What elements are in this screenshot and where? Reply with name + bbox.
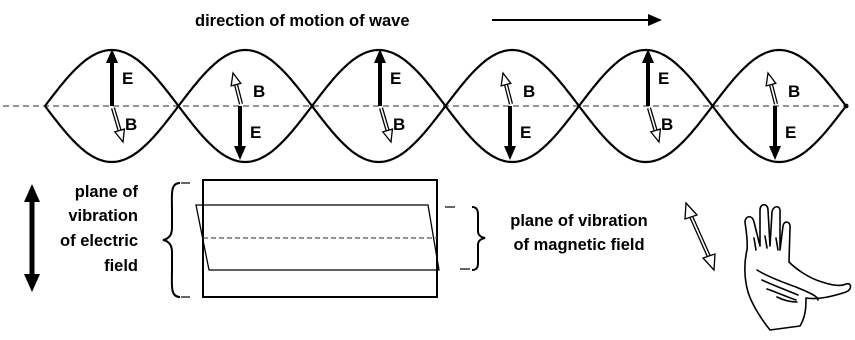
magnetic-field-arrow-2 (231, 73, 241, 104)
diagram-title: direction of motion of wave (195, 12, 410, 30)
electric-field-label-6: E (785, 123, 796, 142)
electric-field-arrow-3 (374, 49, 386, 106)
magnetic-plane-label: plane of vibration of magnetic field (510, 212, 648, 254)
magnetic-field-arrow-4 (501, 73, 511, 104)
magnetic-field-arrow-3 (381, 108, 392, 142)
electric-field-arrow-2 (234, 106, 246, 160)
electric-vibration-arrow-icon (24, 184, 40, 292)
magnetic-field-label-4: B (523, 82, 535, 101)
electric-field-label-5: E (658, 69, 669, 88)
electric-field-arrow-6 (769, 106, 781, 160)
magnetic-field-arrow-1 (113, 108, 124, 142)
magnetic-field-label-3: B (393, 115, 405, 134)
svg-text:plane of: plane of (75, 183, 139, 201)
direction-arrow-icon (492, 14, 662, 26)
magnetic-field-label-6: B (788, 82, 800, 101)
electric-field-arrow-5 (642, 49, 654, 106)
svg-text:of electric: of electric (60, 232, 138, 250)
svg-text:of magnetic field: of magnetic field (513, 236, 644, 254)
svg-text:field: field (104, 257, 138, 275)
right-hand-icon (745, 205, 851, 330)
magnetic-field-arrow-6 (766, 73, 776, 104)
electric-field-label-4: E (520, 123, 531, 142)
electric-plane-label: plane of vibration of electric field (60, 183, 138, 275)
magnetic-field-label-1: B (125, 115, 137, 134)
electric-field-label-2: E (250, 123, 261, 142)
svg-text:plane of vibration: plane of vibration (510, 212, 648, 230)
electric-plane-brace (163, 183, 180, 297)
magnetic-field-label-5: B (661, 115, 673, 134)
magnetic-field-label-2: B (253, 82, 265, 101)
svg-text:vibration: vibration (68, 207, 138, 225)
magnetic-field-arrow-5 (649, 108, 660, 142)
electric-field-arrow-1 (106, 49, 118, 106)
magnetic-plane-brace (472, 207, 485, 270)
electric-field-label-3: E (390, 69, 401, 88)
electric-field-label-1: E (122, 69, 133, 88)
electric-field-arrow-4 (504, 106, 516, 160)
double-headed-arrow-icon (685, 203, 715, 270)
